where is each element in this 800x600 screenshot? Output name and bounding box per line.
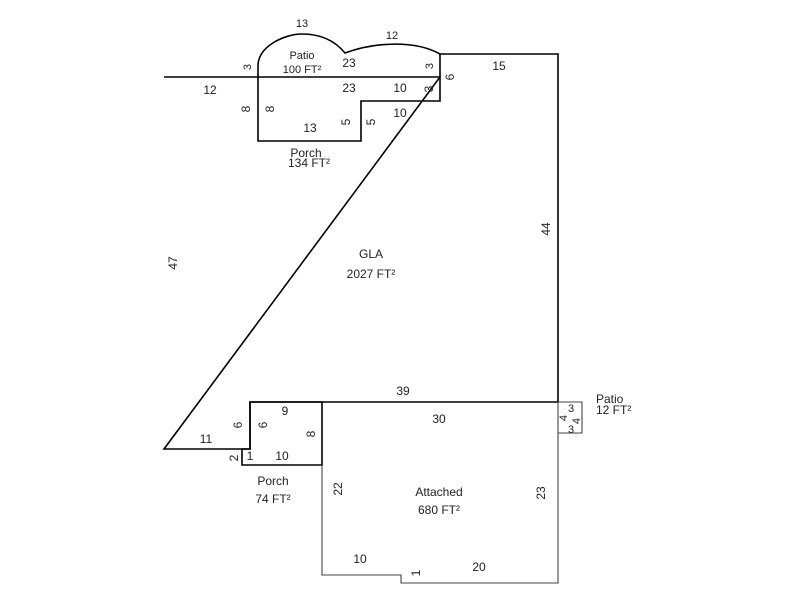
dim-label: 8 xyxy=(263,105,277,112)
dim-label: 12 xyxy=(203,83,217,97)
porch-bottom-label: Porch xyxy=(257,474,288,488)
dim-label: 4 xyxy=(571,418,583,424)
porch-bottom-outline xyxy=(241,401,323,466)
dim-label: 13 xyxy=(296,18,308,30)
dim-label: 5 xyxy=(364,118,378,125)
attached-outline xyxy=(321,402,559,584)
gla-outline xyxy=(162,53,559,450)
dim-label: 3 xyxy=(568,424,574,436)
dim-label: 22 xyxy=(331,482,345,496)
dim-label: 23 xyxy=(342,56,356,70)
dim-label: 4 xyxy=(558,415,570,421)
dim-label: 13 xyxy=(303,121,317,135)
dim-label: 39 xyxy=(396,384,410,398)
patio-right-outline xyxy=(558,401,583,434)
attached-label: Attached xyxy=(415,485,462,499)
dim-label: 23 xyxy=(342,81,356,95)
dim-label: 5 xyxy=(339,118,353,125)
dim-label: 6 xyxy=(256,421,270,428)
dim-label: 6 xyxy=(231,421,245,428)
gla-label: GLA xyxy=(359,247,383,261)
dim-label: 2 xyxy=(227,454,241,461)
dim-label: 1 xyxy=(409,569,423,576)
porch-top-outline xyxy=(257,76,441,142)
attached-area: 680 FT² xyxy=(418,503,460,517)
dim-label: 3 xyxy=(242,64,254,70)
dim-label: 3 xyxy=(568,403,574,415)
dim-label: 6 xyxy=(443,73,457,80)
porch-top-area: 134 FT² xyxy=(288,156,330,170)
porch-bottom-area: 74 FT² xyxy=(255,492,290,506)
dim-label: 23 xyxy=(534,486,548,500)
dim-label: 8 xyxy=(304,430,318,437)
patio-top-area: 100 FT² xyxy=(283,64,322,76)
dim-label: 10 xyxy=(393,81,407,95)
dim-label: 10 xyxy=(393,106,407,120)
dim-label: 12 xyxy=(386,30,398,42)
dim-label: 3 xyxy=(422,85,436,92)
dim-label: 10 xyxy=(353,552,367,566)
dim-label: 30 xyxy=(432,412,446,426)
dim-label: 10 xyxy=(275,449,289,463)
dim-label: 8 xyxy=(239,105,253,112)
gla-area: 2027 FT² xyxy=(347,267,396,281)
dim-label: 44 xyxy=(539,222,553,236)
dim-label: 47 xyxy=(166,256,180,270)
patio-right-area: 12 FT² xyxy=(596,403,631,417)
dim-label: 15 xyxy=(492,59,506,73)
patio-right-label: Patio xyxy=(596,392,624,406)
patio-top-label: Patio xyxy=(289,50,314,62)
porch-top-label: Porch xyxy=(290,146,321,160)
dim-label: 11 xyxy=(200,432,213,446)
dim-label: 9 xyxy=(282,404,289,418)
dim-label: 3 xyxy=(424,63,436,69)
patio-top-outline xyxy=(257,33,441,77)
dim-label: 20 xyxy=(472,560,486,574)
dim-label: 1 xyxy=(247,449,254,463)
